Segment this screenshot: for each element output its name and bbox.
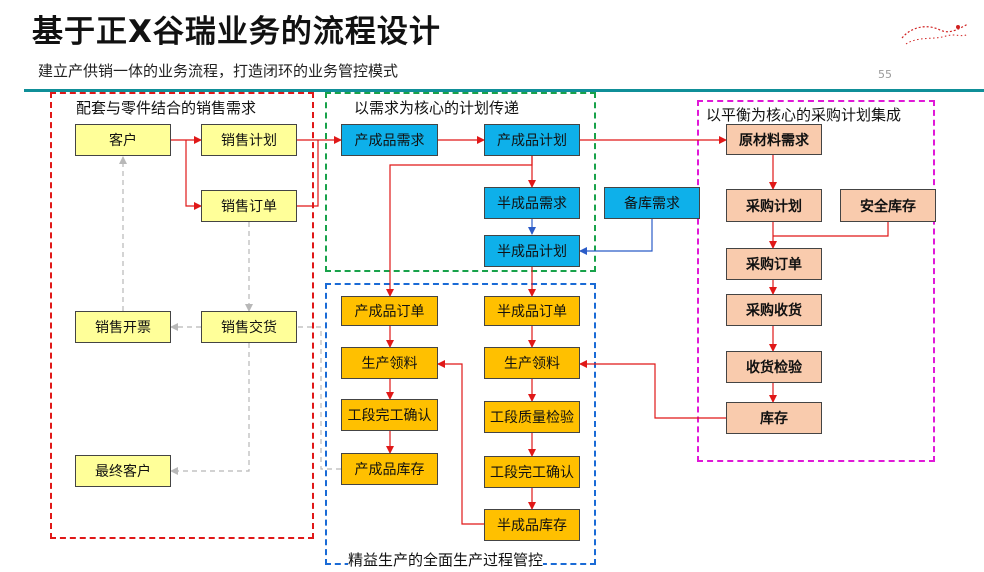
node-sales-plan: 销售计划 (201, 124, 297, 156)
node-purchase-plan: 采购计划 (726, 189, 822, 222)
arrow-fg-stock-to-delivery (297, 326, 341, 470)
arrow-sales-order-to-fg-demand (297, 140, 319, 207)
node-inventory: 库存 (726, 402, 822, 434)
node-sfg-quality: 工段质量检验 (484, 401, 580, 433)
node-rm-demand: 原材料需求 (726, 124, 822, 155)
node-purchase-receipt: 采购收货 (726, 294, 822, 326)
node-fg-pick: 生产领料 (341, 347, 438, 379)
node-fg-demand: 产成品需求 (341, 124, 438, 156)
page-number: 55 (878, 68, 892, 81)
node-purchase-order: 采购订单 (726, 248, 822, 280)
sales-region-label: 配套与零件结合的销售需求 (76, 97, 257, 118)
arrow-fg-plan-to-fg-order (386, 156, 533, 297)
arrow-delivery-to-end-customer (170, 343, 250, 475)
node-fg-stage-confirm: 工段完工确认 (341, 399, 438, 431)
plan-region (325, 92, 596, 272)
plan-region-label: 以需求为核心的计划传递 (354, 97, 520, 118)
node-receipt-inspection: 收货检验 (726, 351, 822, 383)
node-sfg-stock: 半成品库存 (484, 509, 580, 541)
purchase-region-label: 以平衡为核心的采购计划集成 (706, 104, 902, 125)
node-fg-order: 产成品订单 (341, 296, 438, 326)
node-fg-stock: 产成品库存 (341, 453, 438, 485)
sales-region (50, 92, 314, 539)
node-sales-order: 销售订单 (201, 190, 297, 222)
node-fg-plan: 产成品计划 (484, 124, 580, 156)
production-region-label: 精益生产的全面生产过程管控 (348, 549, 544, 570)
node-sales-invoice: 销售开票 (75, 311, 171, 343)
arrow-sfg-stock-to-fg-pick (437, 360, 484, 525)
brand-logo (901, 23, 969, 45)
node-sfg-demand: 半成品需求 (484, 187, 580, 219)
arrow-safety-stock-to-purchase-plan (773, 222, 889, 237)
arrow-customer-to-sales-order (185, 140, 202, 210)
node-customer: 客户 (75, 124, 171, 156)
arrow-stock-demand-to-sfg-plan (579, 219, 653, 255)
node-sales-delivery: 销售交货 (201, 311, 297, 343)
node-end-customer: 最终客户 (75, 455, 171, 487)
purchase-region (697, 100, 935, 462)
node-sfg-stage-confirm: 工段完工确认 (484, 456, 580, 488)
node-safety-stock: 安全库存 (840, 189, 936, 222)
node-sfg-order: 半成品订单 (484, 296, 580, 326)
node-stock-demand: 备库需求 (604, 187, 700, 219)
node-sfg-pick: 生产领料 (484, 347, 580, 379)
page-subtitle: 建立产供销一体的业务流程，打造闭环的业务管控模式 (38, 62, 399, 80)
node-sfg-plan: 半成品计划 (484, 235, 580, 267)
page-title: 基于正X谷瑞业务的流程设计 (32, 14, 441, 50)
header-divider (24, 89, 984, 92)
arrow-inventory-to-sfg-pick (579, 360, 726, 419)
